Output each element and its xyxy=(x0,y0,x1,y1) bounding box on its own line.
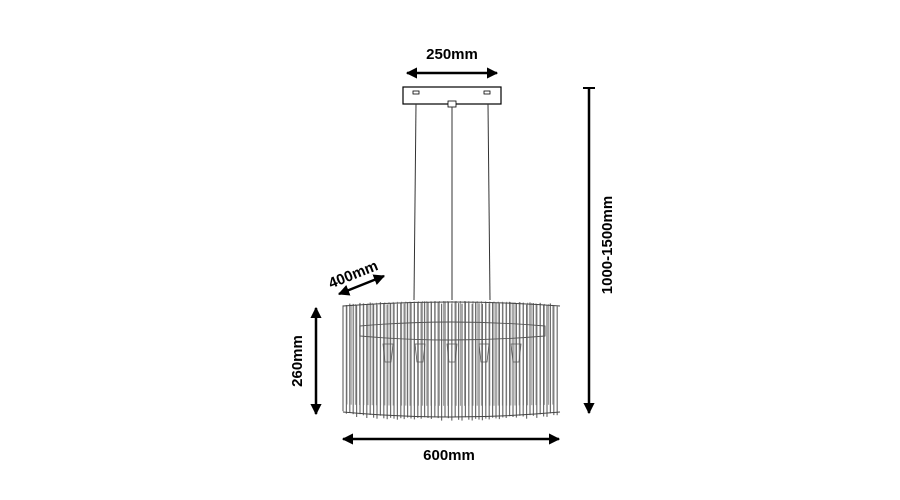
bulb-holder xyxy=(414,343,426,363)
total-height-dimension: 1000-1500mm xyxy=(583,87,616,415)
shade-inner-ring xyxy=(359,321,546,341)
ceiling-canopy xyxy=(402,86,502,108)
bulb-holders xyxy=(382,343,522,363)
bulb-holder xyxy=(510,343,522,363)
shade-height-dimension: 260mm xyxy=(289,306,322,416)
bulb-holder xyxy=(446,343,458,363)
bulb-holder xyxy=(478,343,490,363)
depth-arrow xyxy=(337,274,386,296)
shade-height-label: 260mm xyxy=(289,335,306,387)
glass-rods-front xyxy=(342,301,558,421)
total-height-label: 1000-1500mm xyxy=(599,196,616,294)
canopy-width-label: 250mm xyxy=(426,46,478,63)
canopy-width-dimension: 250mm xyxy=(405,46,499,79)
shade-width-dimension: 600mm xyxy=(341,433,561,464)
glass-rods-back xyxy=(346,301,554,406)
shade-width-label: 600mm xyxy=(423,447,475,464)
shade-bottom-rim xyxy=(342,411,561,418)
bulb-holder xyxy=(382,343,394,363)
suspension-wires xyxy=(413,103,491,301)
shade-top-rim xyxy=(342,301,561,307)
depth-dimension: 400mm xyxy=(326,257,386,296)
crystal-shade xyxy=(342,301,561,421)
